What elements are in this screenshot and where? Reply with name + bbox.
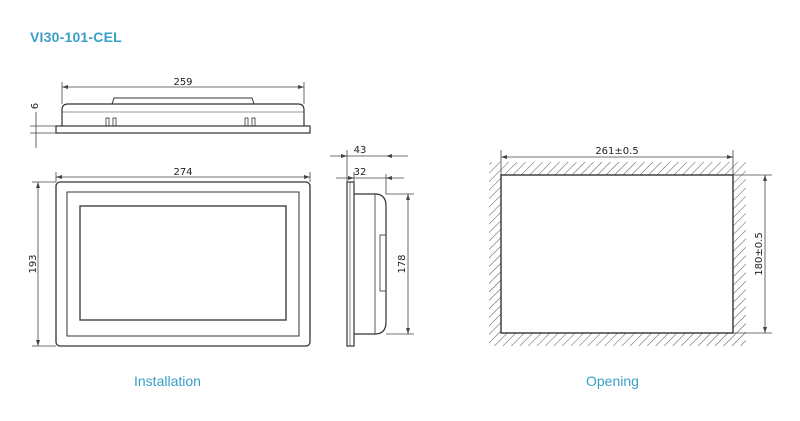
front-height-label: 193 — [28, 254, 39, 273]
front-view: 274 193 — [28, 167, 311, 347]
side-height-label: 178 — [397, 254, 408, 273]
model-title: VI30-101-CEL — [30, 29, 122, 45]
top-width-label: 259 — [173, 77, 192, 88]
cutout-width-label: 261±0.5 — [595, 146, 638, 157]
opening-caption: Opening — [586, 373, 639, 389]
installation-caption: Installation — [134, 373, 201, 389]
side-total-depth-label: 43 — [354, 145, 367, 156]
side-view: 43 32 178 — [330, 145, 414, 347]
front-width-label: 274 — [173, 167, 192, 178]
top-view: 259 6 — [30, 77, 311, 148]
top-depth-label: 6 — [30, 103, 41, 109]
cutout-height-label: 180±0.5 — [754, 232, 765, 275]
opening-view: 261±0.5 180±0.5 — [489, 146, 772, 346]
side-body-depth-label: 32 — [354, 167, 367, 178]
